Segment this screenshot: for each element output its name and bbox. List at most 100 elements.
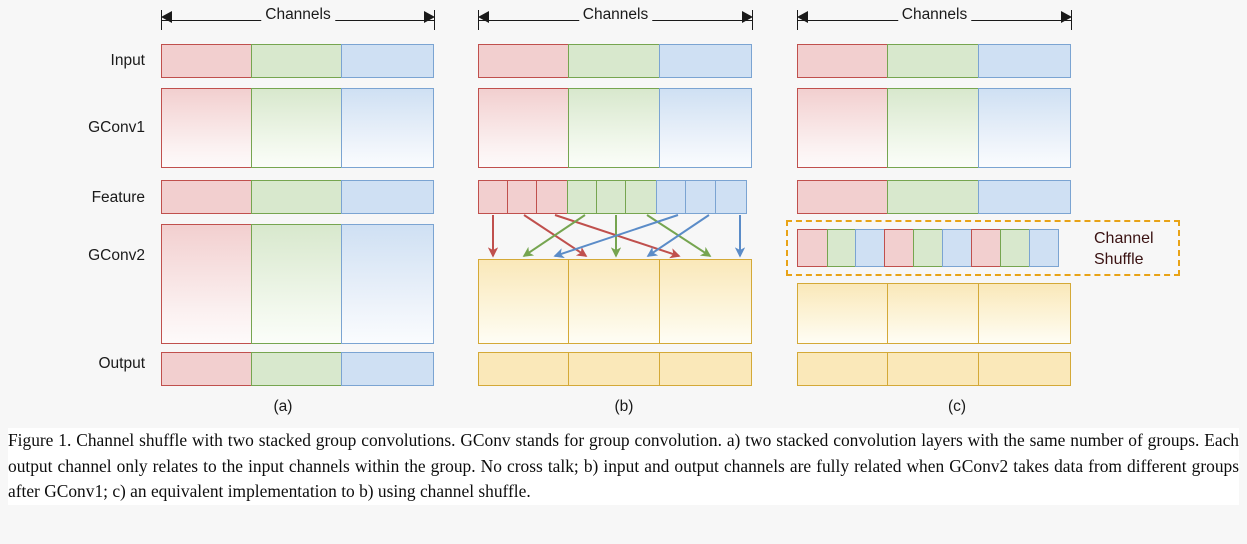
- panel-a-gconv2-bar: [161, 224, 435, 344]
- panel-b-gconv1-group-green: [568, 88, 661, 168]
- shuffle-cell: [1028, 229, 1059, 267]
- feature-cell: [685, 180, 717, 214]
- panel-a-gconv2-group-blue: [341, 224, 435, 344]
- channels-axis-label-a: Channels: [261, 6, 335, 24]
- panel-b-input-group-green: [568, 44, 661, 78]
- panel-b-input-group-blue: [658, 44, 752, 78]
- arrow-head-right-c: [1061, 11, 1072, 23]
- panel-b-gconv1-group-blue: [658, 88, 752, 168]
- shuffle-arrow-red-2: [523, 214, 588, 257]
- shuffle-cell: [855, 229, 886, 267]
- panel-c-gconv2-bar: [797, 283, 1072, 344]
- feature-cell: [595, 180, 627, 214]
- panel-c-output-group-3: [977, 352, 1071, 386]
- shuffle-arrow-green-3: [646, 214, 712, 257]
- panel-c-output-group-1: [797, 352, 889, 386]
- panel-b-gconv2-group-2: [568, 259, 661, 344]
- panel-b-output-group-1: [478, 352, 570, 386]
- feature-cell: [566, 180, 598, 214]
- shuffle-arrow-blue-1: [553, 214, 679, 259]
- panel-a-input-group-red: [161, 44, 252, 78]
- channels-axis-c: Channels: [797, 6, 1072, 34]
- arrow-head-right-b: [742, 11, 753, 23]
- figure-diagram: Input GConv1 Feature GConv2 Output Chann…: [88, 6, 1180, 415]
- feature-cell: [507, 180, 538, 214]
- shuffle-arrow-red-3: [554, 214, 681, 259]
- panel-a-output-group-green: [250, 352, 343, 386]
- feature-cell: [536, 180, 569, 214]
- channel-shuffle-box: [786, 220, 1180, 276]
- shuffle-arrow-green-1: [522, 214, 586, 257]
- panel-c-gconv1-group-blue: [977, 88, 1071, 168]
- panel-a-feature-group-red: [161, 180, 252, 214]
- panel-c-feature-group-green: [887, 180, 980, 214]
- panel-b-gconv1-group-red: [478, 88, 570, 168]
- panel-c-gconv2-group-3: [977, 283, 1071, 344]
- channels-axis-label-b: Channels: [578, 6, 653, 24]
- panel-c-feature-group-blue: [977, 180, 1071, 214]
- panel-c-gconv1-bar: [797, 88, 1072, 168]
- panel-b-input-bar: [478, 44, 753, 78]
- arrow-head-left-a: [161, 11, 172, 23]
- panel-caption-a: (a): [273, 398, 293, 415]
- panel-c-output-group-2: [887, 352, 980, 386]
- panel-a-input-group-green: [250, 44, 343, 78]
- row-label-gconv2: GConv2: [88, 247, 145, 264]
- panel-b-gconv2-group-1: [478, 259, 570, 344]
- figure-caption: Figure 1. Channel shuffle with two stack…: [8, 428, 1239, 505]
- panel-a-gconv2-group-red: [161, 224, 252, 344]
- panel-b-output-bar: [478, 352, 753, 386]
- panel-c-gconv2-group-2: [887, 283, 980, 344]
- channel-shuffle-label: Channel Shuffle: [1094, 230, 1154, 268]
- shuffle-arrow-blue-2: [646, 214, 710, 257]
- feature-cell: [714, 180, 748, 214]
- panel-a-output-group-blue: [341, 352, 435, 386]
- panel-a-gconv1-bar: [161, 88, 435, 168]
- panel-b-feature-bar: [478, 180, 753, 214]
- panel-b-output-group-2: [568, 352, 661, 386]
- panel-a-feature-group-blue: [341, 180, 435, 214]
- panel-c-input-group-blue: [977, 44, 1071, 78]
- panel-c-gconv1-group-red: [797, 88, 889, 168]
- feature-cell: [655, 180, 687, 214]
- feature-cell: [625, 180, 658, 214]
- row-label-gconv1: GConv1: [88, 119, 145, 136]
- panel-a-input-group-blue: [341, 44, 435, 78]
- channels-axis-b: Channels: [478, 6, 753, 34]
- channels-axis-a: Channels: [161, 6, 435, 34]
- panel-a-gconv2-group-green: [250, 224, 343, 344]
- panel-a-gconv1-group-red: [161, 88, 252, 168]
- panel-a-output-group-red: [161, 352, 252, 386]
- panel-c-shuffle-bar: [797, 229, 1072, 267]
- feature-cell: [478, 180, 509, 214]
- panel-b-gconv1-bar: [478, 88, 753, 168]
- shuffle-cell: [913, 229, 944, 267]
- row-label-output: Output: [98, 355, 145, 372]
- panel-caption-c: (c): [947, 398, 967, 415]
- row-label-input: Input: [110, 52, 145, 69]
- shuffle-cell: [797, 229, 828, 267]
- shuffle-cell: [970, 229, 1002, 267]
- panel-c-output-bar: [797, 352, 1072, 386]
- panel-b-output-group-3: [658, 352, 752, 386]
- panel-b-input-group-red: [478, 44, 570, 78]
- shuffle-cell: [826, 229, 857, 267]
- panel-a-output-bar: [161, 352, 435, 386]
- panel-c-feature-bar: [797, 180, 1072, 214]
- panel-c-gconv1-group-green: [887, 88, 980, 168]
- shuffle-cell: [883, 229, 915, 267]
- shuffle-cell: [1000, 229, 1031, 267]
- panel-c-input-group-green: [887, 44, 980, 78]
- panel-a-input-bar: [161, 44, 435, 78]
- panel-a-gconv1-group-blue: [341, 88, 435, 168]
- arrow-head-left-c: [797, 11, 808, 23]
- panel-b-gconv2-group-3: [658, 259, 752, 344]
- channels-axis-label-c: Channels: [897, 6, 972, 24]
- panel-c-input-bar: [797, 44, 1072, 78]
- panel-a-feature-group-green: [250, 180, 343, 214]
- panel-c-gconv2-group-1: [797, 283, 889, 344]
- row-label-feature: Feature: [91, 189, 145, 206]
- panel-b-gconv2-bar: [478, 259, 753, 344]
- panel-c-feature-group-red: [797, 180, 889, 214]
